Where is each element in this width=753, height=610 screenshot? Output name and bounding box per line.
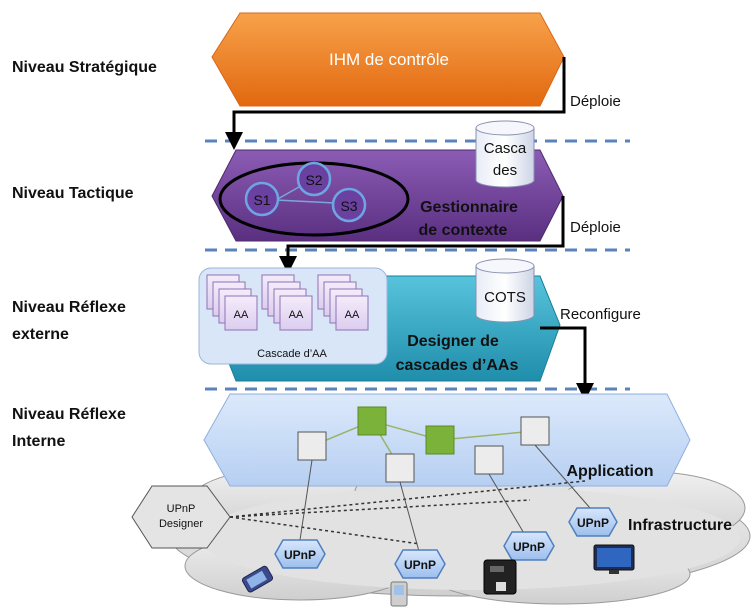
app-link-1: [299, 459, 313, 541]
aa-card-stack3-layer4: [335, 295, 369, 331]
cots-cylinder-body: [475, 266, 535, 323]
app-link-4: [534, 444, 591, 509]
cascade-designer-label-line2: cascades d’AAs: [396, 357, 519, 374]
level-tactical-label: Niveau Tactique: [12, 185, 134, 202]
upnp-node-3-shape: [503, 531, 555, 561]
level-reflex-external-label-line2: externe: [12, 326, 69, 343]
monitor-icon: [593, 544, 635, 574]
upnp-node-4-shape: [568, 507, 618, 537]
service-s3-node: [331, 187, 367, 223]
app-node-component-1: [357, 406, 387, 436]
deploy-label-1: Déploie: [570, 93, 621, 110]
espresso-machine-icon: [483, 559, 517, 595]
aa-stacks: AA AA AA: [206, 274, 369, 331]
level-reflex-external-label-line1: Niveau Réflexe: [12, 299, 126, 316]
cloud-fill: [200, 486, 740, 590]
reconfigure-label: Reconfigure: [560, 306, 641, 323]
aa-card-stack1-layer4: [224, 295, 258, 331]
cots-cylinder-top: [475, 258, 535, 274]
upnp-node-1-shape: [274, 539, 326, 569]
cascades-storage: Casca des: [475, 120, 535, 188]
service-s1-node: [244, 181, 280, 217]
upnp-designer-label-line2: Designer: [159, 518, 203, 530]
infrastructure-label: Infrastructure: [628, 517, 732, 534]
service-s3-label: S3: [340, 198, 357, 214]
cots-label: COTS: [484, 289, 526, 306]
upnp-node-3: UPnP: [503, 531, 555, 561]
ihm-label: IHM de contrôle: [329, 50, 449, 69]
app-node-device-1: [297, 431, 327, 461]
upnp-designer-label-line1: UPnP: [167, 503, 196, 515]
designer-link-3: [229, 516, 421, 545]
service-s1-label: S1: [253, 192, 270, 208]
aa-card-stack2-layer4: [279, 295, 313, 331]
upnp-designer: UPnP Designer: [131, 485, 231, 549]
upnp-node-1-label: UPnP: [284, 548, 316, 562]
app-node-device-4: [520, 416, 550, 446]
service-link-s1-s3: [275, 199, 336, 204]
context-manager-label-line1: Gestionnaire: [420, 199, 518, 216]
context-manager-label-line2: de contexte: [419, 222, 508, 239]
ihm-hexagon: [211, 12, 565, 107]
pda-icon-screen: [394, 585, 404, 595]
strategic-block: IHM de contrôle: [211, 12, 565, 107]
app-node-component-2: [425, 425, 455, 455]
upnp-node-2-label: UPnP: [404, 558, 436, 572]
upnp-node-4-label: UPnP: [577, 516, 609, 530]
upnp-node-2-shape: [394, 549, 446, 579]
level-strategic-label: Niveau Stratégique: [12, 59, 157, 76]
cascades-cylinder-body: [475, 128, 535, 188]
deploy-label-2: Déploie: [570, 219, 621, 236]
application-label: Application: [566, 463, 653, 480]
level-reflex-internal-label-line1: Niveau Réflexe: [12, 406, 126, 423]
app-link-3: [488, 473, 526, 536]
espresso-machine-icon-panel: [490, 566, 504, 572]
app-node-device-3: [474, 445, 504, 475]
aa-card-label-1: AA: [234, 309, 249, 321]
upnp-node-4: UPnP: [568, 507, 618, 537]
pda-icon: [390, 581, 408, 607]
upnp-node-3-label: UPnP: [513, 540, 545, 554]
designer-link-2: [229, 499, 531, 518]
deploy-arrow-2: [279, 196, 565, 274]
reflex-external-block: AA AA AA Cascade d’AA Designer de cascades…: [198, 267, 561, 382]
cots-storage: COTS: [475, 258, 535, 323]
deploy-arrow-1: [225, 57, 566, 150]
tactical-block: S1 S2 S3 Gestionnaire de contexte: [211, 149, 564, 242]
phone-icon: [241, 565, 274, 593]
espresso-machine-icon-cup: [496, 582, 506, 591]
aa-card-label-2: AA: [289, 309, 304, 321]
cascades-label-line1: Casca: [484, 140, 527, 157]
cascades-label-line2: des: [493, 162, 517, 179]
monitor-icon-screen: [597, 548, 631, 567]
reconfigure-arrow: [540, 326, 594, 401]
upnp-designer-hexagon: [131, 485, 231, 549]
app-node-device-2: [385, 453, 415, 483]
monitor-icon-stand: [609, 570, 619, 574]
service-s2-label: S2: [305, 172, 322, 188]
cascades-cylinder-top: [475, 120, 535, 136]
application-node-links: [311, 420, 536, 447]
app-link-2: [399, 481, 421, 556]
upnp-node-1: UPnP: [274, 539, 326, 569]
upnp-node-2: UPnP: [394, 549, 446, 579]
cascade-aa-label: Cascade d’AA: [257, 348, 327, 360]
level-reflex-internal-label-line2: Interne: [12, 433, 65, 450]
aa-card-label-3: AA: [345, 309, 360, 321]
cascade-designer-label-line1: Designer de: [407, 333, 499, 350]
service-s2-node: [296, 161, 332, 197]
phone-icon-screen: [246, 570, 267, 589]
